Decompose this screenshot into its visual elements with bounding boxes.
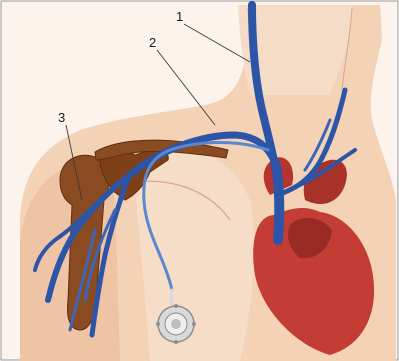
callout-label-2: 2 [149, 36, 156, 49]
callout-label-3: 3 [58, 111, 65, 124]
superior-vena-cava [276, 165, 279, 240]
callout-label-1: 1 [176, 10, 183, 23]
